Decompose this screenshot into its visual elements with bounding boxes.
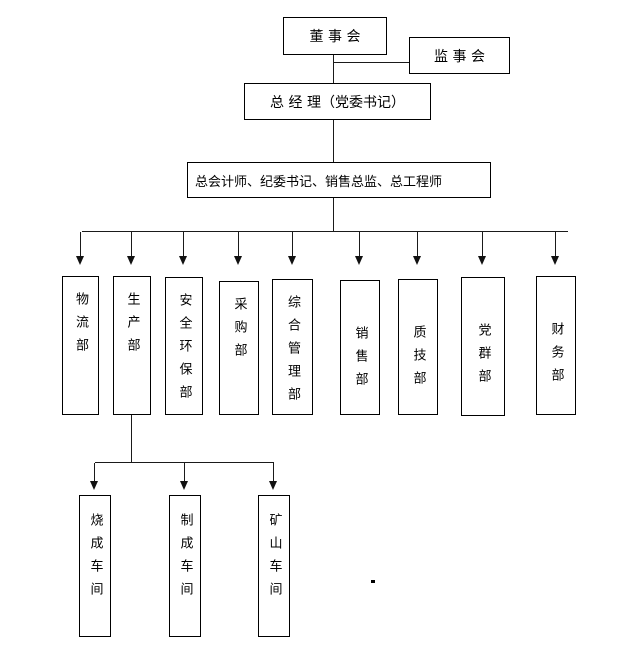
- arrow-down-icon: [234, 232, 243, 265]
- board-node: 董 事 会: [283, 17, 387, 55]
- arrow-down-icon: [551, 232, 560, 265]
- department-box-sales: 销售部: [340, 280, 380, 415]
- department-label: 物流部: [73, 292, 88, 361]
- connector-production-workshops: [131, 415, 132, 462]
- department-label: 销售部: [352, 326, 368, 395]
- connector-staff-mainline: [333, 198, 334, 231]
- staff-line-label: 总会计师、纪委书记、销售总监、总工程师: [195, 174, 443, 190]
- department-box-finance: 财务部: [536, 276, 576, 415]
- staff-line-node: 总会计师、纪委书记、销售总监、总工程师: [187, 162, 491, 198]
- connector-board-gm: [333, 55, 334, 83]
- arrow-down-icon: [76, 232, 85, 265]
- department-label: 质技部: [410, 325, 426, 394]
- department-box-quality-tech: 质技部: [398, 279, 438, 415]
- department-label: 综合管理部: [285, 295, 300, 410]
- arrow-down-icon: [288, 232, 297, 265]
- department-box-safety-env: 安全环保部: [165, 277, 203, 415]
- workshop-box-sintering: 烧成车间: [79, 495, 111, 637]
- workshop-branch-line: [95, 462, 274, 463]
- supervisory-node: 监 事 会: [409, 37, 510, 74]
- department-label: 党群部: [475, 323, 491, 392]
- department-box-production: 生产部: [113, 276, 151, 415]
- department-box-party-mass: 党群部: [461, 277, 505, 416]
- workshop-label: 制成车间: [177, 513, 193, 605]
- department-box-logistics: 物流部: [62, 276, 99, 415]
- department-label: 生产部: [124, 292, 140, 361]
- arrow-down-icon: [179, 232, 188, 265]
- department-box-general-admin: 综合管理部: [272, 279, 313, 415]
- connector-board-supervisory: [334, 62, 409, 63]
- workshop-box-mine: 矿山车间: [258, 495, 290, 637]
- department-label: 财务部: [548, 322, 564, 391]
- workshop-label: 烧成车间: [87, 513, 103, 605]
- arrow-down-icon: [355, 232, 364, 265]
- general-manager-label: 总 经 理（党委书记）: [270, 94, 405, 111]
- main-branch-line: [82, 231, 568, 232]
- arrow-down-icon: [127, 232, 136, 265]
- arrow-down-icon: [478, 232, 487, 265]
- department-box-purchasing: 采购部: [219, 281, 259, 415]
- general-manager-node: 总 经 理（党委书记）: [244, 83, 431, 120]
- department-label: 采购部: [231, 297, 247, 366]
- arrow-down-icon: [90, 463, 99, 490]
- connector-gm-staff: [333, 120, 334, 162]
- arrow-down-icon: [269, 463, 278, 490]
- workshop-label: 矿山车间: [266, 513, 282, 605]
- workshop-box-finishing: 制成车间: [169, 495, 201, 637]
- arrow-down-icon: [180, 463, 189, 490]
- board-label: 董 事 会: [309, 29, 361, 45]
- department-label: 安全环保部: [176, 293, 192, 408]
- arrow-down-icon: [413, 232, 422, 265]
- supervisory-label: 监 事 会: [434, 48, 485, 65]
- stray-dot: [371, 580, 375, 583]
